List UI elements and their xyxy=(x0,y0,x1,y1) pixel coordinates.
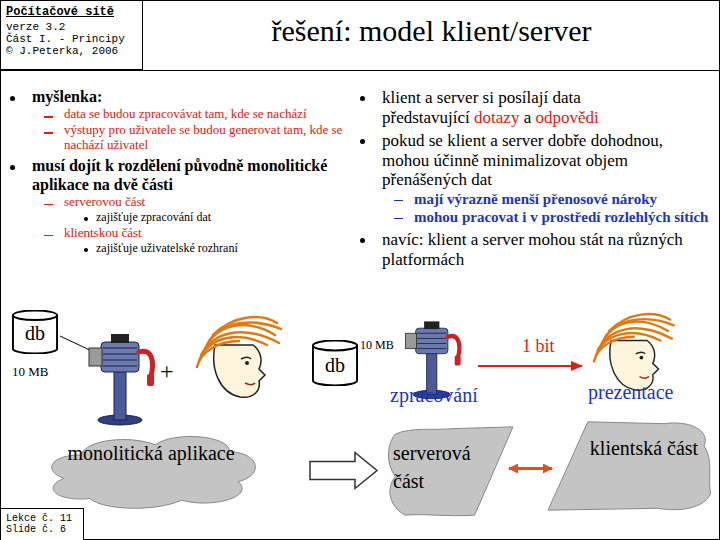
database-cylinder: db xyxy=(12,310,58,354)
bullet-text: pokud se klient a server dobře dohodnou,… xyxy=(382,131,663,189)
bullet-item: mohou pracovat i v prostředí rozlehlých … xyxy=(356,209,714,226)
node-text: monolitická aplikace xyxy=(62,440,240,467)
bullet-text: a xyxy=(524,108,532,127)
bullet-item: serverovou část xyxy=(6,195,351,210)
node-text: serverová část xyxy=(393,439,483,495)
bullet-dot xyxy=(360,139,365,144)
bullet-dash xyxy=(44,116,53,118)
role-label: prezentace xyxy=(588,381,673,404)
bullet-text: odpovědi xyxy=(535,108,598,127)
node-text: Lekce č. 11 xyxy=(6,513,78,524)
bullet-dash xyxy=(44,235,53,237)
bullet-text: zajišťuje uživatelské rozhraní xyxy=(96,241,238,255)
database-cylinder: db xyxy=(312,340,358,386)
bullet-text: klientskou část xyxy=(64,225,142,240)
bullet-item: klientskou část xyxy=(6,226,351,241)
node-text: db xyxy=(12,322,58,345)
bullet-item: zajišťuje uživatelské rozhraní xyxy=(6,242,351,256)
bullet-dot xyxy=(84,217,88,221)
bullet-item: výstupy pro uživatele se budou generovat… xyxy=(6,123,351,153)
server-part: serverová část xyxy=(385,425,513,517)
slide-title: řešení: model klient/server xyxy=(143,14,720,48)
bullet-item: pokud se klient a server dobře dohodnou,… xyxy=(356,131,714,190)
footer-box: Lekce č. 11Slide č. 6 xyxy=(0,508,84,540)
node-text: klientská část xyxy=(584,434,704,462)
node-text: Část I. - Principy xyxy=(6,33,137,45)
connector xyxy=(509,468,552,469)
client-part: klientská část xyxy=(548,420,714,512)
bullet-dot xyxy=(10,96,15,101)
bullet-dash xyxy=(394,200,403,202)
left-bullets: myšlenka:data se budou zpracovávat tam, … xyxy=(6,84,351,255)
bullet-text: zajišťuje zpracování dat xyxy=(96,210,211,224)
node-text: db xyxy=(312,354,358,377)
bullet-item: musí dojít k rozdělení původně monolitic… xyxy=(6,157,351,194)
size-label: 1 bit xyxy=(522,336,555,357)
bullet-text: myšlenka: xyxy=(32,88,102,105)
user-head xyxy=(197,317,281,397)
bullet-text: výstupy pro uživatele se budou generovat… xyxy=(64,122,342,152)
node-text: Počítačové sítě xyxy=(6,5,137,19)
bullet-dot xyxy=(84,248,88,252)
bullet-text: serverovou část xyxy=(64,194,145,209)
bullet-text: mohou pracovat i v prostředí rozlehlých … xyxy=(414,209,708,225)
node-text: verze 3.2 xyxy=(6,21,137,33)
role-label: zpracování xyxy=(390,384,478,407)
bullet-item: myšlenka: xyxy=(6,88,351,106)
node-text: © J.Peterka, 2006 xyxy=(6,45,137,57)
bullet-item: navíc: klient a server mohou stát na růz… xyxy=(356,230,714,269)
user-head xyxy=(594,314,674,390)
bullet-dot xyxy=(10,165,15,170)
transfer-arrow xyxy=(478,365,582,367)
bullet-item: klient a server si posílají data předsta… xyxy=(356,88,714,127)
bullet-dash xyxy=(44,204,53,206)
processing-machine xyxy=(89,334,154,425)
bullet-text: dotazy xyxy=(474,108,519,127)
bullet-dot xyxy=(360,238,365,243)
cloud-outline xyxy=(548,420,714,512)
bullet-text: navíc: klient a server mohou stát na růz… xyxy=(382,230,683,269)
header-box: Počítačové sítě verze 3.2Část I. - Princi… xyxy=(0,0,143,70)
bullet-item: mají výrazně menší přenosové nároky xyxy=(356,191,714,208)
right-bullets: klient a server si posílají data předsta… xyxy=(356,84,714,269)
connector xyxy=(310,453,377,489)
plus-sign: + xyxy=(160,358,174,385)
cloud-outline xyxy=(42,428,260,512)
bullet-item: data se budou zpracovávat tam, kde se na… xyxy=(6,107,351,122)
node-text: Slide č. 6 xyxy=(6,524,78,535)
bullet-dash xyxy=(44,132,53,134)
bullet-text: mají výrazně menší přenosové nároky xyxy=(414,191,657,207)
size-label: 10 MB xyxy=(360,338,394,353)
bullet-dot xyxy=(360,96,365,101)
bullet-text: data se budou zpracovávat tam, kde se na… xyxy=(64,106,307,121)
monolith-cloud: monolitická aplikace xyxy=(42,428,260,512)
bullet-text: musí dojít k rozdělení původně monolitic… xyxy=(32,157,327,192)
bullet-dash xyxy=(394,218,403,220)
bullet-item: zajišťuje zpracování dat xyxy=(6,211,351,225)
size-label: 10 MB xyxy=(12,364,48,380)
